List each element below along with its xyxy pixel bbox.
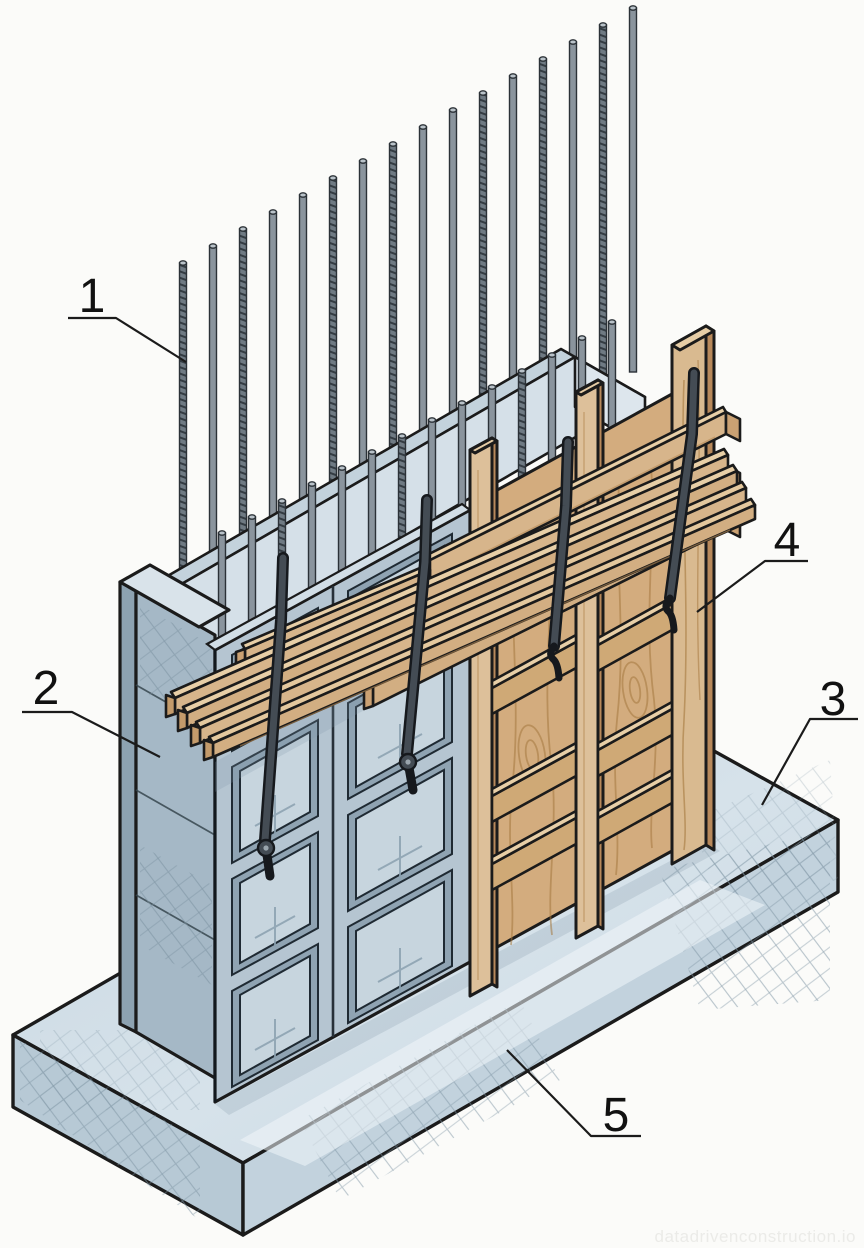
brace-group [256,367,700,881]
rebar-bar [247,514,257,626]
rebar-bar [517,368,527,480]
leader-line-3 [761,717,858,806]
rebar-bar [628,5,638,373]
rail [596,768,674,846]
watermark: datadrivenconstruction.io [654,1227,856,1246]
waler-plank [425,405,742,584]
leader-lines [22,316,858,1138]
wood-rails [490,595,674,892]
rebar-bar [547,352,557,464]
rebar-bar [238,226,248,584]
rail [490,741,578,824]
brace [662,367,700,634]
rail [490,809,578,892]
rebar-bar [397,433,407,545]
slab-highlight [240,880,765,1166]
rebar-bar [307,481,317,593]
rebar-bar [457,400,467,512]
brace [256,552,289,881]
rebar-bar [367,449,377,561]
label-3: 3 [820,673,847,726]
label-4: 4 [774,514,801,567]
rebar-bar [178,260,188,616]
rebar-bar [337,465,347,577]
callout-labels: 1 2 3 4 5 [33,270,847,1142]
rebar-bar [607,319,617,431]
label-1: 1 [79,270,106,323]
brace [547,436,574,682]
platform-plank [202,497,757,762]
walkway-planks [164,447,757,762]
leader-line-1 [68,316,187,363]
leader-line-2 [22,710,161,758]
label-5: 5 [603,1089,630,1142]
label-2: 2 [33,662,60,715]
brace [398,494,433,795]
rebar-back-row [178,5,638,616]
rebar-bar [568,39,578,405]
slab-texture-hatch [20,760,838,1220]
column-left-face [118,580,138,1034]
leader-line-4 [696,559,808,613]
rebar-bar [208,243,218,600]
column-top-face [118,563,231,629]
rebar-bar [217,530,227,642]
rebar-bar [598,22,608,389]
rail [596,700,674,778]
leader-line-5 [506,1049,641,1138]
